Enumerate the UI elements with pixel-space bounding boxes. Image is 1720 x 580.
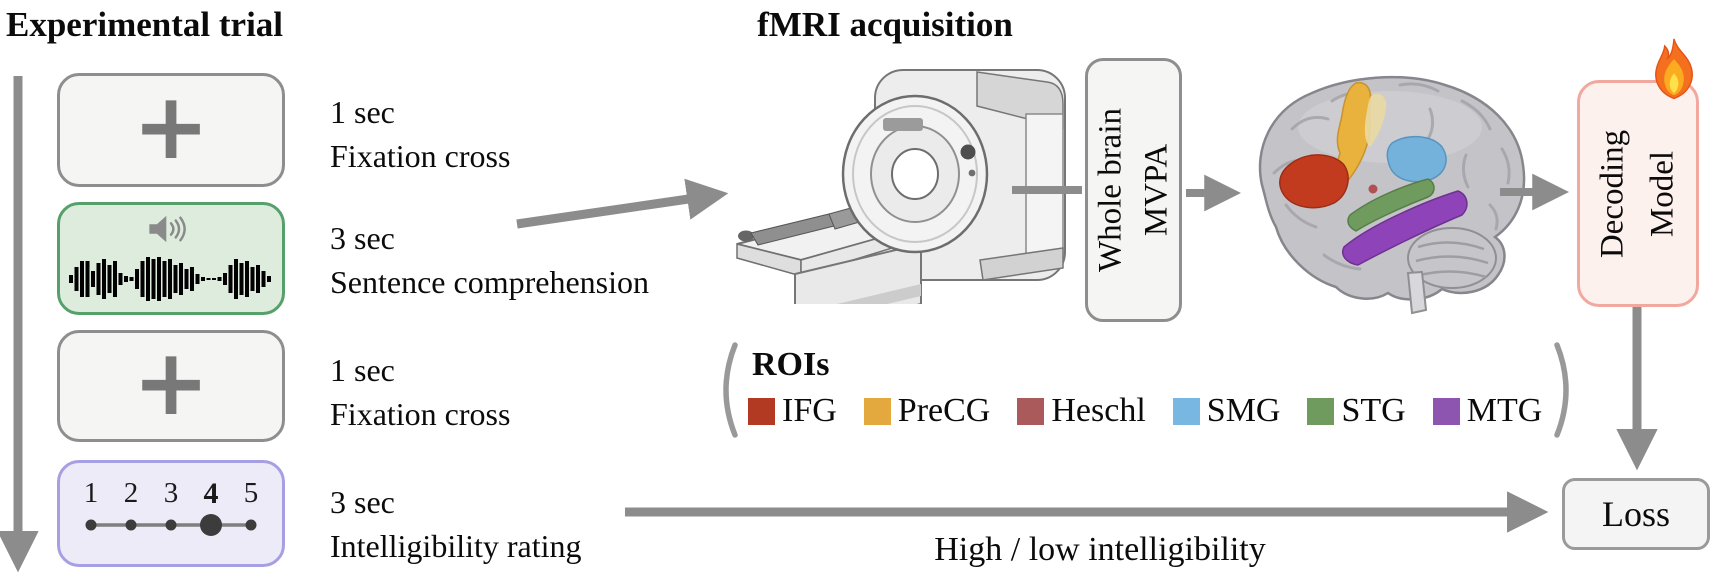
- rating-value: 1: [83, 477, 99, 509]
- brain-roi-illustration: [1258, 75, 1526, 315]
- roi-color-swatch: [1172, 397, 1200, 425]
- step-duration: 3 sec: [330, 220, 395, 256]
- fire-icon: [1655, 38, 1693, 100]
- step-name: Intelligibility rating: [330, 528, 582, 565]
- roi-label: Heschl: [1051, 392, 1146, 429]
- roi-label: SMG: [1206, 392, 1281, 429]
- roi-color-swatch: [1307, 397, 1335, 425]
- step-name: Fixation cross: [330, 138, 511, 175]
- roi-label: IFG: [782, 392, 837, 429]
- step-duration: 1 sec: [330, 94, 395, 130]
- step-duration: 1 sec: [330, 352, 395, 388]
- rating-value: 2: [123, 477, 139, 509]
- roi-precg-pale-region: [1364, 93, 1387, 147]
- speaker-icon: [149, 215, 186, 243]
- fixation-cross-box-1: +: [57, 73, 285, 187]
- legend-open-paren: [723, 342, 738, 438]
- plus-icon: +: [132, 329, 210, 437]
- decoding-line1: Decoding: [1594, 129, 1631, 258]
- rating-scale: 1 2 3 4 5: [71, 477, 271, 539]
- decoding-line2: Model: [1644, 150, 1680, 237]
- roi-legend-item: MTG: [1432, 392, 1543, 430]
- step-label-fixation-1: 1 sec Fixation cross: [330, 90, 510, 178]
- roi-color-swatch: [1432, 397, 1460, 425]
- roi-legend-item: PreCG: [863, 392, 991, 430]
- whole-brain-mvpa-box: Whole brain MVPA: [1085, 58, 1182, 322]
- rating-numbers: 1 2 3 4 5: [71, 477, 271, 511]
- rating-value: 5: [243, 477, 259, 509]
- fmri-acquisition-heading: fMRI acquisition: [757, 5, 1013, 44]
- roi-stg-region: [1347, 178, 1435, 232]
- step-label-fixation-2: 1 sec Fixation cross: [330, 348, 510, 436]
- mvpa-box-label: Whole brain MVPA: [1088, 108, 1179, 272]
- rating-dots: [85, 514, 257, 536]
- decoding-model-box: Decoding Model: [1577, 80, 1699, 307]
- experimental-trial-heading: Experimental trial: [6, 5, 284, 44]
- legend-close-paren: [1554, 342, 1569, 438]
- roi-ifg-region: [1279, 154, 1349, 209]
- roi-smg-region: [1386, 135, 1447, 183]
- step-label-rating: 3 sec Intelligibility rating: [330, 480, 582, 568]
- roi-legend-item: STG: [1307, 392, 1406, 430]
- roi-heschl-region: [1368, 184, 1378, 194]
- brainstem: [1406, 270, 1428, 315]
- intelligibility-flow-label: High / low intelligibility: [934, 531, 1266, 568]
- mvpa-line1: Whole brain: [1091, 107, 1128, 273]
- plus-icon: +: [132, 73, 210, 181]
- roi-legend-item: SMG: [1172, 392, 1281, 430]
- gyri-lines: [1272, 82, 1511, 271]
- scanner-panel: [883, 118, 923, 131]
- roi-label: MTG: [1466, 392, 1543, 429]
- roi-legend-items: IFG PreCG Heschl SMG STG MTG: [748, 392, 1542, 430]
- roi-color-swatch: [1017, 397, 1045, 425]
- person-feet: [738, 230, 754, 242]
- intelligibility-rating-box: 1 2 3 4 5: [57, 460, 285, 567]
- roi-legend-title: ROIs: [752, 346, 830, 383]
- loss-box: Loss: [1562, 478, 1710, 550]
- mvpa-line2: MVPA: [1137, 143, 1174, 237]
- roi-legend-item: IFG: [748, 392, 837, 430]
- step-duration: 3 sec: [330, 484, 395, 520]
- fixation-cross-box-2: +: [57, 330, 285, 442]
- roi-mtg-region: [1342, 190, 1468, 266]
- loss-label: Loss: [1601, 494, 1670, 534]
- audio-waveform: [69, 257, 271, 301]
- roi-label: PreCG: [897, 392, 991, 429]
- roi-legend-item: Heschl: [1017, 392, 1146, 430]
- trial-to-scanner-arrow: [516, 178, 729, 229]
- rating-value: 3: [163, 477, 179, 509]
- decoding-box-label: Decoding Model: [1589, 129, 1688, 257]
- roi-color-swatch: [863, 397, 891, 425]
- sentence-audio-box: [57, 202, 285, 315]
- step-name: Fixation cross: [330, 396, 511, 433]
- roi-label: STG: [1341, 392, 1406, 429]
- roi-color-swatch: [748, 397, 775, 425]
- rating-value-selected: 4: [203, 477, 219, 510]
- step-name: Sentence comprehension: [330, 264, 649, 301]
- step-label-sentence: 3 sec Sentence comprehension: [330, 216, 649, 304]
